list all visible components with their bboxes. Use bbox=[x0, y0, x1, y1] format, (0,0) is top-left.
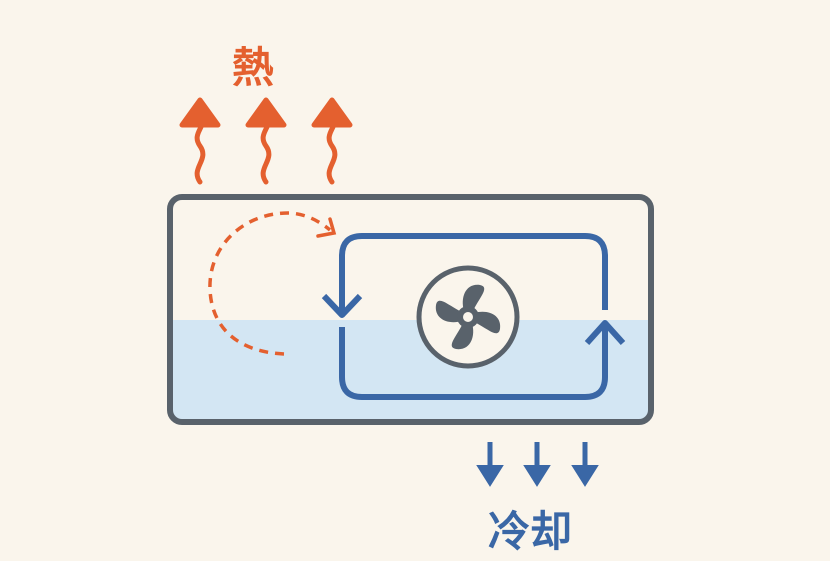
tank-frame bbox=[167, 194, 654, 425]
up-flow-arrowhead bbox=[584, 320, 626, 346]
cooling-arrows bbox=[476, 442, 599, 487]
down-arrow-icon bbox=[523, 442, 551, 487]
heat-arrows bbox=[179, 97, 353, 185]
cooling-label: 冷却 bbox=[488, 507, 573, 556]
circulation-loop bbox=[321, 233, 626, 400]
heat-label: 熱 bbox=[232, 43, 275, 92]
down-arrow-icon bbox=[571, 442, 599, 487]
wavy-heat-arrow-icon bbox=[179, 97, 221, 185]
down-arrow-icon bbox=[476, 442, 504, 487]
water-region bbox=[170, 320, 651, 422]
dashed-heat-flow-arrow bbox=[208, 211, 337, 356]
wavy-heat-arrow-icon bbox=[311, 97, 353, 185]
down-flow-arrowhead bbox=[321, 293, 363, 318]
fan-icon bbox=[416, 265, 520, 369]
wavy-heat-arrow-icon bbox=[245, 97, 287, 185]
